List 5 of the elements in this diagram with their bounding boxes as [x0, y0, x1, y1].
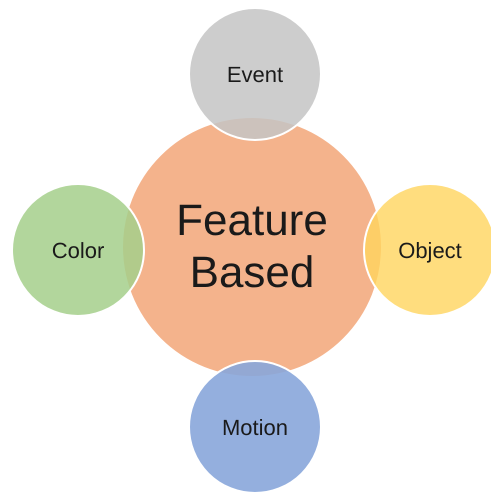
circle-label: Feature Based	[175, 195, 329, 299]
circle-label: Object	[398, 236, 462, 265]
circle-label: Event	[226, 60, 284, 88]
circle-label: Motion	[222, 414, 288, 442]
circle-label: Color	[52, 236, 104, 264]
